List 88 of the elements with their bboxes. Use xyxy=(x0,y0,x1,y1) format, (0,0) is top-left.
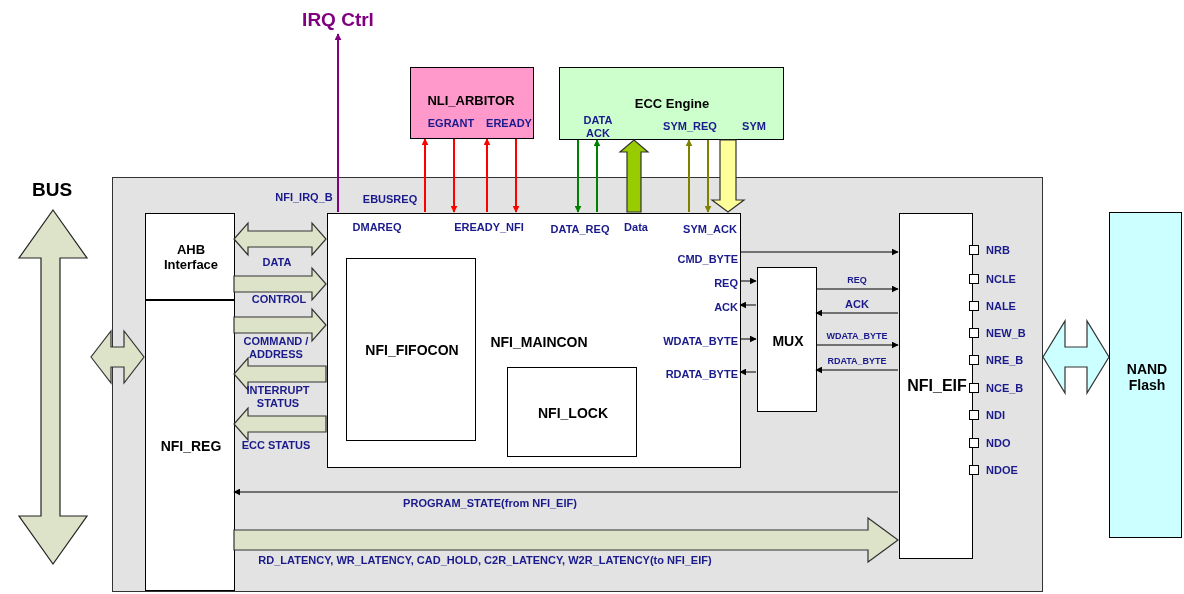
arrow xyxy=(739,368,757,376)
block-title: NFI_FIFOCON xyxy=(365,341,459,359)
edge-label: ECC STATUS xyxy=(241,438,311,452)
block-arrow xyxy=(233,266,327,302)
edge-label: REQ xyxy=(847,274,867,286)
edge-label: EBUSREQ xyxy=(362,192,418,206)
block-title: MUX xyxy=(772,332,804,350)
pin-label: NALE xyxy=(986,299,1016,313)
mux-box xyxy=(757,267,817,412)
arrow xyxy=(512,138,520,213)
arrow xyxy=(739,301,757,309)
edge-label: PROGRAM_STATE(from NFI_EIF) xyxy=(403,496,577,510)
edge-label: WDATA_BYTE xyxy=(826,330,888,342)
pin-label: NCLE xyxy=(986,272,1016,286)
pin-label: NDO xyxy=(986,436,1011,450)
port-label: EREADY_NFI xyxy=(454,220,524,234)
arrow xyxy=(450,138,458,213)
arrow xyxy=(815,309,899,317)
register-box xyxy=(145,300,235,591)
edge-label: DATA xyxy=(262,255,292,269)
arrow xyxy=(483,138,491,213)
arrow xyxy=(685,139,693,213)
arrow xyxy=(739,277,757,285)
port-label: EREADY xyxy=(486,116,532,130)
port-label: RDATA_BYTE xyxy=(665,367,738,381)
edge-label: ACK xyxy=(845,297,869,311)
port-label: DMAREQ xyxy=(352,220,402,234)
arrow xyxy=(815,341,899,349)
block-arrow xyxy=(233,406,327,442)
block-arrow xyxy=(233,307,327,343)
interface-box xyxy=(145,213,235,300)
port-label: ACK xyxy=(714,300,738,314)
block-title: NLI_ARBITOR xyxy=(427,93,515,109)
arrow xyxy=(739,248,899,256)
pin-label: NDI xyxy=(986,408,1005,422)
edge-label: COMMAND / ADDRESS xyxy=(242,335,310,361)
port-label: SYM_REQ xyxy=(663,119,717,133)
pin-label: NRE_B xyxy=(986,353,1024,367)
lock-box xyxy=(507,367,637,457)
controller-box xyxy=(327,213,741,468)
arrow xyxy=(421,138,429,213)
arrow xyxy=(739,335,757,343)
block-arrow xyxy=(233,221,327,257)
block-arrow xyxy=(90,329,145,385)
port-label: DATA ACK xyxy=(582,114,614,140)
port-label: EGRANT xyxy=(427,116,475,130)
port-label: WDATA_BYTE xyxy=(663,334,738,348)
edge-label: NFI_IRQ_B xyxy=(275,190,333,204)
arbiter-box xyxy=(410,67,534,139)
block-arrow xyxy=(233,516,899,564)
port-label: Data xyxy=(624,220,648,234)
arrow xyxy=(233,488,899,496)
block-title: ECC Engine xyxy=(634,96,710,112)
pin-label: NCE_B xyxy=(986,381,1024,395)
block-arrow xyxy=(618,139,650,213)
edge-label: RDATA_BYTE xyxy=(827,355,887,367)
arrow xyxy=(815,366,899,374)
edge-label: CONTROL xyxy=(251,292,307,306)
port-label: REQ xyxy=(714,276,738,290)
pin-label: NEW_B xyxy=(986,326,1026,340)
port-label: SYM xyxy=(742,119,766,133)
arrow xyxy=(704,139,712,213)
irq-label: IRQ Ctrl xyxy=(302,9,374,31)
ecc-engine-box xyxy=(559,67,784,140)
block-title: NFI_EIF xyxy=(907,376,967,396)
bus-label: BUS xyxy=(31,179,73,201)
fifo-box xyxy=(346,258,476,441)
port-label: SYM_ACK xyxy=(683,222,737,236)
flash-box xyxy=(1109,212,1182,538)
block-title: NFI_LOCK xyxy=(538,404,608,422)
block-title: NAND Flash xyxy=(1125,360,1169,394)
arrow xyxy=(334,33,342,213)
edge-label: RD_LATENCY, WR_LATENCY, CAD_HOLD, C2R_LATENCY, W2R_LATENCY(to NFI_EIF) xyxy=(258,553,712,567)
block-arrow xyxy=(233,356,327,392)
block-arrow xyxy=(1042,318,1110,396)
block-arrow xyxy=(710,139,746,213)
module-frame xyxy=(112,177,1043,592)
pin-label: NDOE xyxy=(986,463,1018,477)
block-title: NFI_MAINCON xyxy=(490,333,588,351)
block-title: AHB Interface xyxy=(162,243,220,273)
pin-label: NRB xyxy=(986,243,1010,257)
block-title: NFI_REG xyxy=(160,437,222,455)
arrow xyxy=(593,139,601,213)
arrow xyxy=(815,285,899,293)
port-label: DATA_REQ xyxy=(550,222,610,236)
edge-label: INTERRUPT STATUS xyxy=(245,384,311,410)
port-label: CMD_BYTE xyxy=(677,252,738,266)
arrow xyxy=(574,139,582,213)
